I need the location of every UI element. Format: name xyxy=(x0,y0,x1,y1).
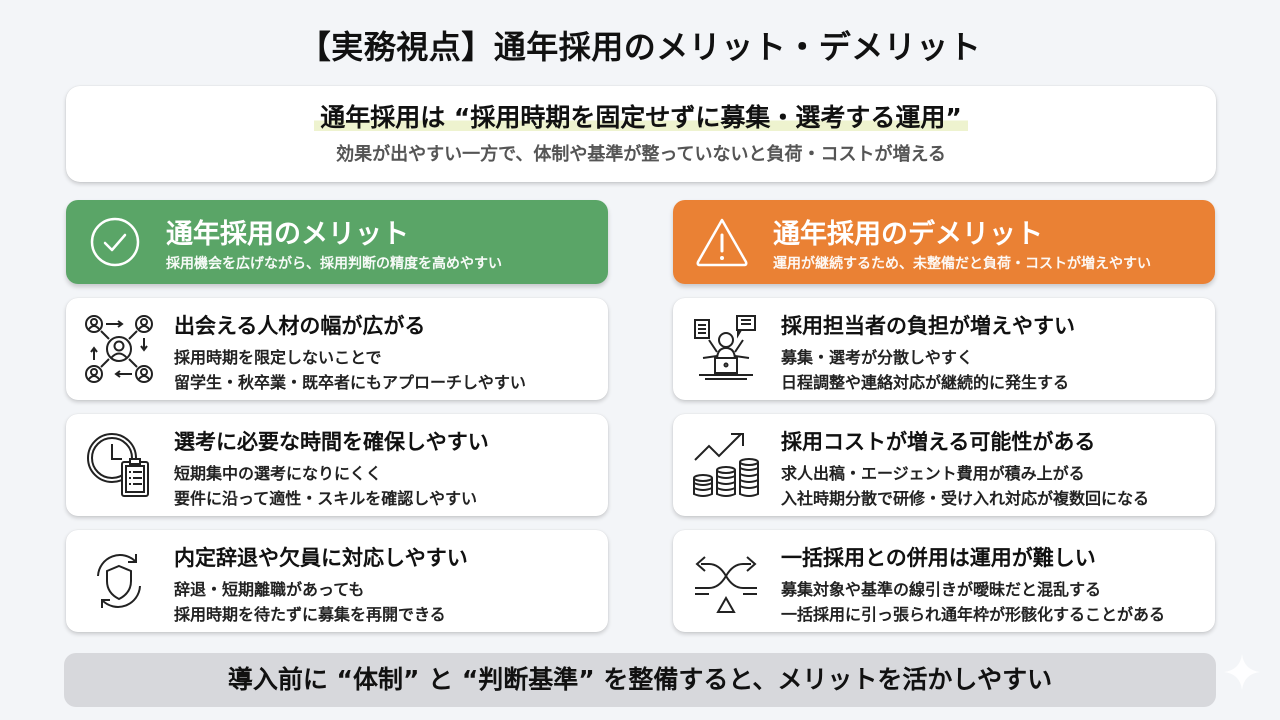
people-network-icon xyxy=(84,314,154,384)
summary-main-text: 通年採用は “採用時期を固定せずに募集・選考する運用” xyxy=(314,98,968,134)
demerit-item-line: 入社時期分散で研修・受け入れ対応が複数回になる xyxy=(781,489,1150,508)
demerits-subtitle: 運用が継続するため、未整備だと負荷・コストが増えやすい xyxy=(773,256,1151,272)
merit-item-title: 出会える人材の幅が広がる xyxy=(174,314,426,338)
demerit-item-title: 採用コストが増える可能性がある xyxy=(781,430,1096,454)
merits-title: 通年採用のメリット xyxy=(166,219,409,250)
merit-item-line: 留学生・秋卒業・既卒者にもアプローチしやすい xyxy=(174,373,526,392)
merit-item-title: 選考に必要な時間を確保しやすい xyxy=(174,430,489,454)
busy-person-icon xyxy=(691,314,761,384)
demerit-item-title: 一括採用との併用は運用が難しい xyxy=(781,546,1096,570)
check-circle-icon xyxy=(88,215,142,269)
page-title: 【実務視点】通年採用のメリット・デメリット xyxy=(298,28,982,66)
demerit-item-line: 求人出稿・エージェント費用が積み上がる xyxy=(781,464,1085,483)
demerits-title: 通年採用のデメリット xyxy=(773,219,1043,250)
demerit-item: 一括採用との併用は運用が難しい 募集対象や基準の線引きが曖昧だと混乱する 一括採… xyxy=(673,530,1215,632)
merit-item: 出会える人材の幅が広がる 採用時期を限定しないことで 留学生・秋卒業・既卒者にも… xyxy=(66,298,608,400)
rising-cost-coins-icon xyxy=(691,430,761,500)
demerit-item-line: 一括採用に引っ張られ通年枠が形骸化することがある xyxy=(781,605,1166,624)
merits-column: 通年採用のメリット 採用機会を広げながら、採用判断の精度を高めやすい 出会える人… xyxy=(66,200,608,632)
merit-item-line: 採用時期を待たずに募集を再開できる xyxy=(174,605,446,624)
warning-triangle-icon xyxy=(695,215,749,269)
demerit-item: 採用コストが増える可能性がある 求人出稿・エージェント費用が積み上がる 入社時期… xyxy=(673,414,1215,516)
merit-item: 選考に必要な時間を確保しやすい 短期集中の選考になりにくく 要件に沿って適性・ス… xyxy=(66,414,608,516)
merits-header: 通年採用のメリット 採用機会を広げながら、採用判断の精度を高めやすい xyxy=(66,200,608,284)
merit-item: 内定辞退や欠員に対応しやすい 辞退・短期離職があっても 採用時期を待たずに募集を… xyxy=(66,530,608,632)
summary-sub-text: 効果が出やすい一方で、体制や基準が整っていないと負荷・コストが増える xyxy=(336,144,946,165)
merit-item-line: 要件に沿って適性・スキルを確認しやすい xyxy=(174,489,478,508)
merit-item-line: 辞退・短期離職があっても xyxy=(174,580,365,599)
footer-banner: 導入前に “体制” と “判断基準” を整備すると、メリットを活かしやすい xyxy=(64,653,1216,707)
demerits-column: 通年採用のデメリット 運用が継続するため、未整備だと負荷・コストが増えやすい 採… xyxy=(673,200,1215,632)
merit-item-line: 短期集中の選考になりにくく xyxy=(174,464,382,483)
merit-item-line: 採用時期を限定しないことで xyxy=(174,348,382,367)
shield-refresh-icon xyxy=(84,546,154,616)
demerit-item-line: 日程調整や連絡対応が継続的に発生する xyxy=(781,373,1070,392)
demerit-item-title: 採用担当者の負担が増えやすい xyxy=(781,314,1075,338)
demerits-header: 通年採用のデメリット 運用が継続するため、未整備だと負荷・コストが増えやすい xyxy=(673,200,1215,284)
summary-card: 通年採用は “採用時期を固定せずに募集・選考する運用” 効果が出やすい一方で、体… xyxy=(66,86,1216,182)
merits-subtitle: 採用機会を広げながら、採用判断の精度を高めやすい xyxy=(166,256,502,272)
sparkle-icon xyxy=(1222,652,1262,692)
demerit-item-line: 募集対象や基準の線引きが曖昧だと混乱する xyxy=(781,580,1102,599)
demerit-item-line: 募集・選考が分散しやすく xyxy=(781,348,973,367)
merit-item-title: 内定辞退や欠員に対応しやすい xyxy=(174,546,468,570)
clock-clipboard-icon xyxy=(84,430,154,500)
crossing-arrows-icon xyxy=(691,546,761,616)
demerit-item: 採用担当者の負担が増えやすい 募集・選考が分散しやすく 日程調整や連絡対応が継続… xyxy=(673,298,1215,400)
